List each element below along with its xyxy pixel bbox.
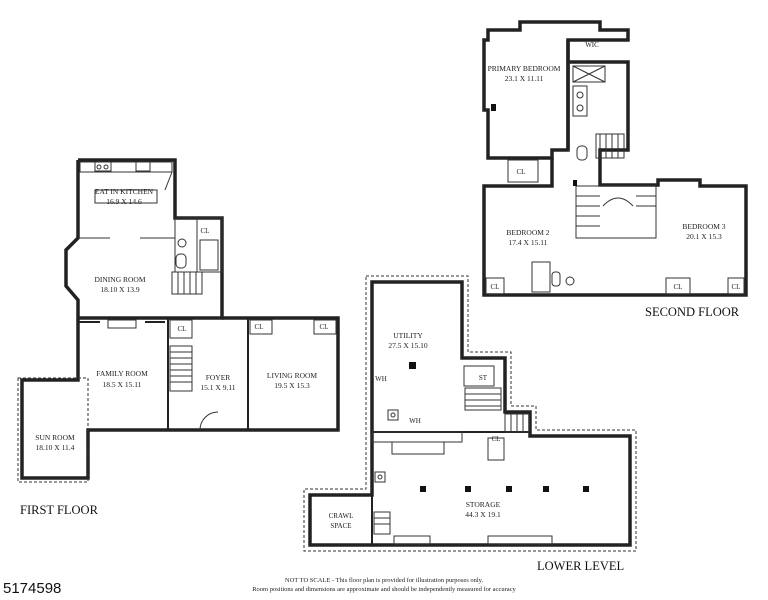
- disclaimer-line-1: NOT TO SCALE - This floor plan is provid…: [284, 577, 484, 584]
- room-dim-bed2: 17.4 X 15.11: [509, 238, 548, 247]
- room-name-foyer: FOYER: [206, 373, 231, 382]
- label-closet: CL: [674, 283, 683, 291]
- room-name-crawl-line1: CRAWL: [329, 512, 354, 520]
- room-dim-living: 19.5 X 15.3: [274, 381, 310, 390]
- room-dim-kitchen: 16.9 X 14.6: [106, 197, 142, 206]
- room-name-bed3: BEDROOM 3: [682, 222, 725, 231]
- first-floor-plan: [17, 158, 340, 483]
- label-closet: CL: [255, 323, 264, 331]
- room-dim-foyer: 15.1 X 9.11: [200, 383, 235, 392]
- room-name-kitchen: EAT IN KITCHEN: [95, 187, 154, 196]
- room-name-utility: UTILITY: [393, 331, 423, 340]
- room-dim-dining: 18.10 X 13.9: [100, 285, 139, 294]
- room-dim-family: 18.5 X 15.11: [103, 380, 142, 389]
- room-name-dining: DINING ROOM: [94, 275, 145, 284]
- label-closet: CL: [491, 283, 500, 291]
- lower-level-plan: [303, 275, 637, 552]
- room-dim-primary: 23.1 X 11.11: [505, 74, 544, 83]
- label-closet: CL: [201, 227, 210, 235]
- label-closet: CL: [320, 323, 329, 331]
- label-closet: CL: [178, 325, 187, 333]
- room-name-bed2: BEDROOM 2: [506, 228, 549, 237]
- room-name-storage: STORAGE: [466, 500, 501, 509]
- label-closet: CL: [492, 435, 501, 443]
- label-closet: CL: [517, 168, 526, 176]
- room-name-primary: PRIMARY BEDROOM: [488, 64, 561, 73]
- label-storage-closet: ST: [479, 374, 488, 382]
- label-walk-in-closet: WIC: [585, 41, 599, 49]
- floor-title-lower: LOWER LEVEL: [537, 559, 624, 573]
- room-dim-bed3: 20.1 X 15.3: [686, 232, 722, 241]
- room-dim-utility: 27.5 X 15.10: [388, 341, 427, 350]
- label-water-heater: WH: [409, 417, 421, 425]
- room-dim-storage: 44.3 X 19.1: [465, 510, 501, 519]
- listing-id: 5174598: [3, 580, 62, 597]
- disclaimer-line-2: Room positions and dimensions are approx…: [252, 586, 516, 593]
- first-floor-stairs: [171, 271, 203, 295]
- label-closet: CL: [732, 283, 741, 291]
- room-name-crawl-line2: SPACE: [330, 522, 351, 530]
- second-floor-plan: [482, 20, 748, 297]
- room-name-family: FAMILY ROOM: [96, 369, 148, 378]
- room-name-living: LIVING ROOM: [267, 371, 318, 380]
- label-water-heater: WH: [375, 375, 387, 383]
- room-dim-sun: 18.10 X 11.4: [36, 443, 75, 452]
- floor-title-second: SECOND FLOOR: [645, 305, 740, 319]
- floor-title-first: FIRST FLOOR: [20, 503, 99, 517]
- room-name-sun: SUN ROOM: [35, 433, 75, 442]
